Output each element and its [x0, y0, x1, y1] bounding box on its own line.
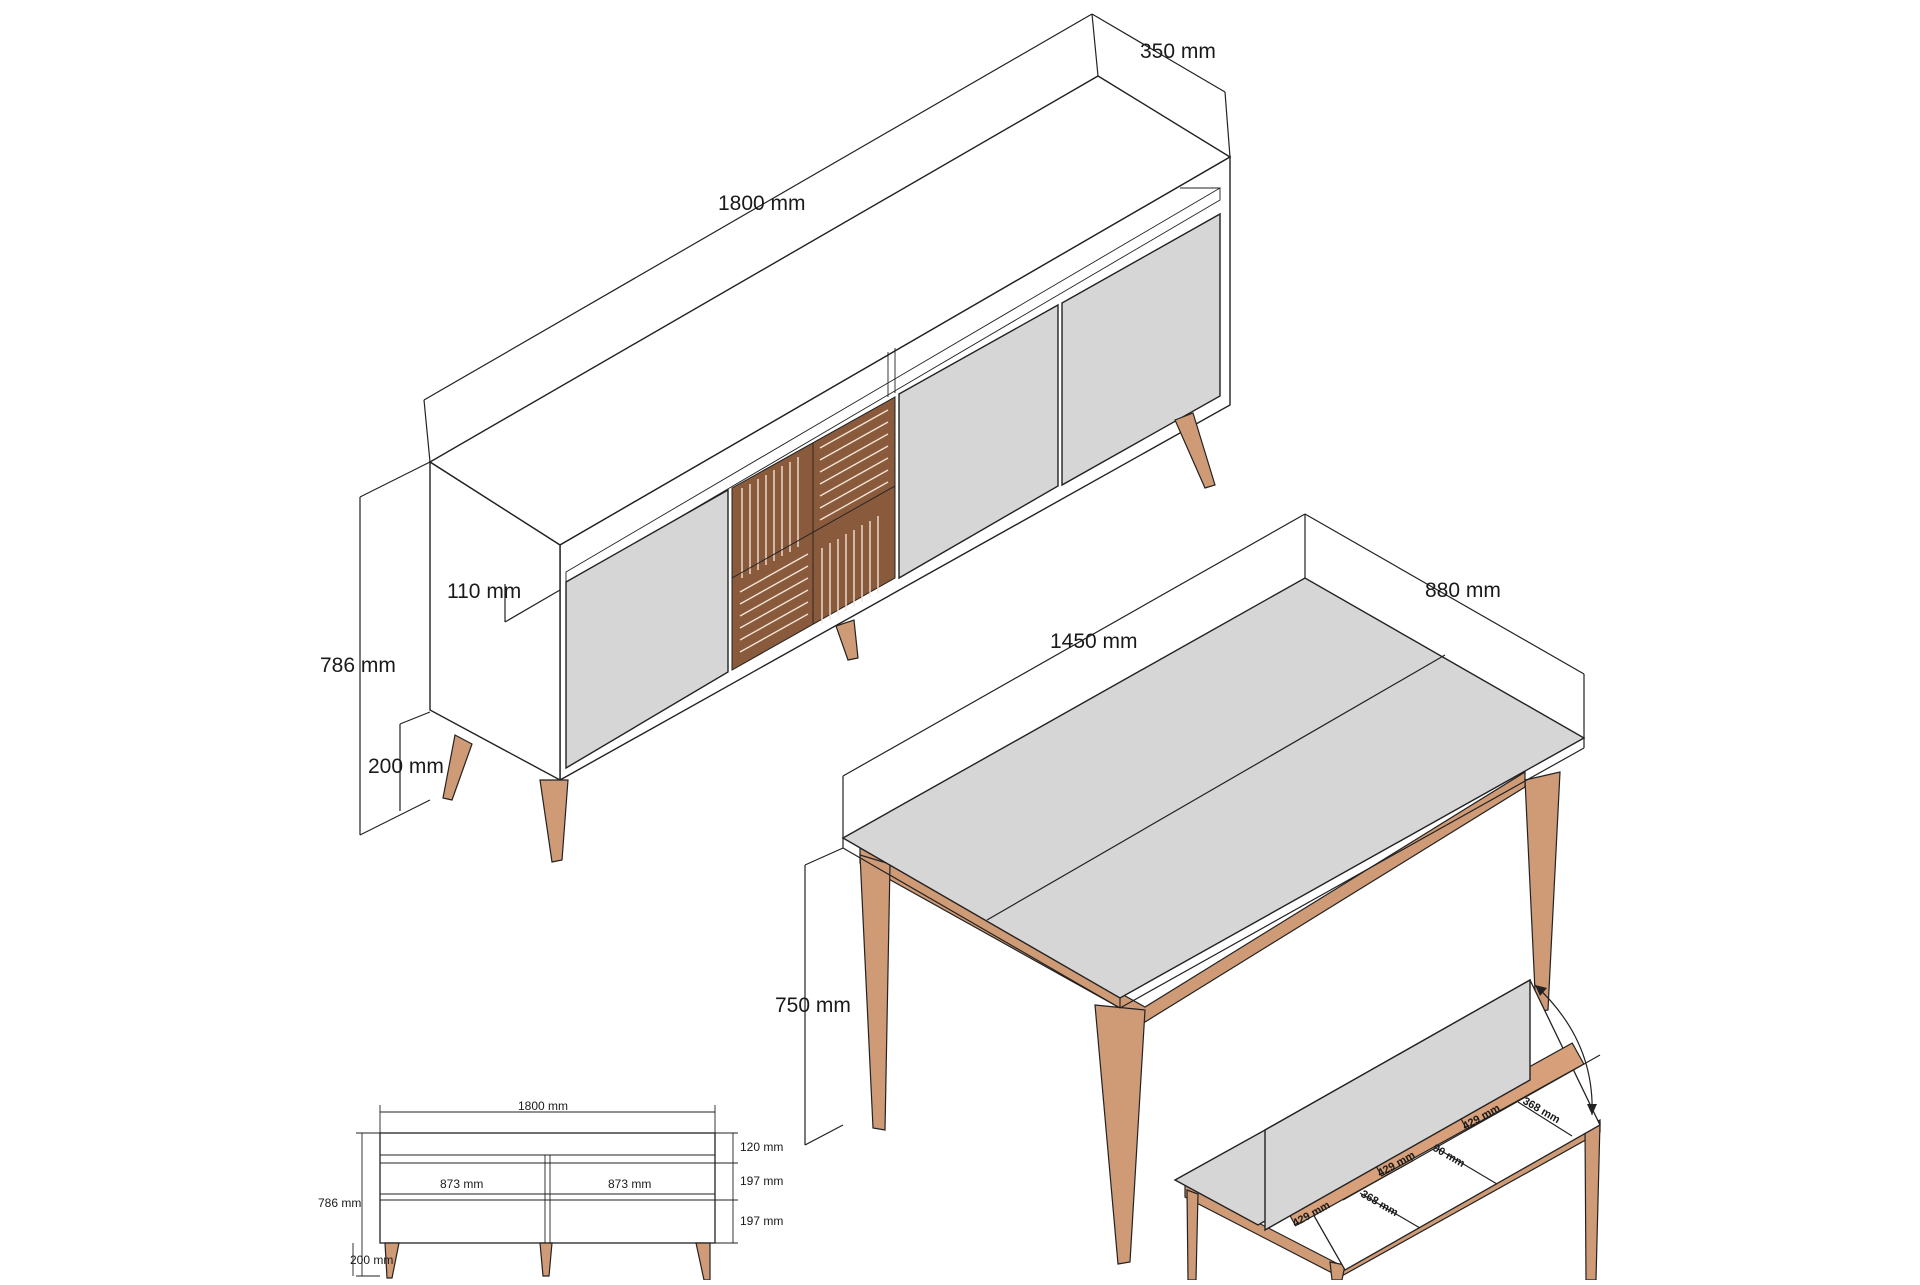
dimline-table-length [842, 513, 1306, 777]
label-sideboard-width: 1800 mm [718, 192, 806, 215]
table-leg-back-right [1524, 771, 1561, 1013]
detail-lifted-lid [1264, 978, 1531, 1232]
label-table-width: 880 mm [1425, 579, 1501, 602]
table-leg-front-right [1094, 1004, 1146, 1265]
label-sideboard-depth: 350 mm [1140, 40, 1216, 63]
label-front-compartment-right: 873 mm [608, 1177, 651, 1191]
sideboard-leg-back-left [442, 734, 473, 801]
label-front-leg: 200 mm [350, 1253, 393, 1267]
table-detail-drawing: 429 mm 429 mm 429 mm 368 mm 368 mm 90 mm [1173, 978, 1601, 1281]
sideboard-door-1 [565, 488, 729, 770]
detail-arrow-head-top [1535, 985, 1547, 996]
front-view-body [379, 1132, 716, 1244]
label-sideboard-shelf: 110 mm [447, 580, 521, 603]
front-view-leg-left [384, 1242, 400, 1279]
sideboard-drawing: 1800 mm 350 mm 786 mm 110 mm 200 mm [320, 13, 1232, 863]
label-table-height: 750 mm [775, 994, 851, 1017]
table-top-split [986, 654, 1446, 921]
label-front-height: 786 mm [318, 1196, 361, 1210]
dimline-table-width [1304, 513, 1585, 675]
label-front-row-bottom: 197 mm [740, 1214, 783, 1228]
table-leg-front-left [859, 854, 891, 1131]
front-view-leg-right [695, 1242, 711, 1281]
sideboard-leg-front-left [539, 779, 569, 863]
detail-lift-arrow [1534, 984, 1593, 1116]
label-table-length: 1450 mm [1050, 630, 1138, 653]
label-front-compartment-left: 873 mm [440, 1177, 483, 1191]
sideboard-slat-pattern [739, 409, 889, 653]
label-front-row-top: 120 mm [740, 1140, 783, 1154]
label-sideboard-leg: 200 mm [368, 755, 444, 778]
label-front-width: 1800 mm [518, 1099, 568, 1113]
slat-door-split-h [731, 485, 896, 579]
detail-leg-left [1186, 1189, 1199, 1281]
dimline-sideboard-depth [1091, 13, 1226, 93]
sideboard-door-3 [898, 303, 1059, 580]
front-view-leg-mid [539, 1242, 553, 1277]
table-drawing: 1450 mm 880 mm 750 mm [775, 513, 1586, 1265]
sideboard-leg-mid [835, 619, 859, 661]
label-sideboard-height: 786 mm [320, 654, 396, 677]
sideboard-open-shelf [565, 187, 1221, 585]
table-top [841, 577, 1586, 999]
detail-arrow-head-bottom [1587, 1104, 1597, 1115]
sideboard-leg-front-right [1174, 412, 1216, 489]
label-front-row-middle: 197 mm [740, 1174, 783, 1188]
front-view-drawing: 1800 mm 786 mm 200 mm 873 mm 873 mm 120 … [318, 1099, 783, 1281]
detail-leg-right [1584, 1121, 1601, 1281]
dimline-sideboard-width [423, 13, 1093, 401]
